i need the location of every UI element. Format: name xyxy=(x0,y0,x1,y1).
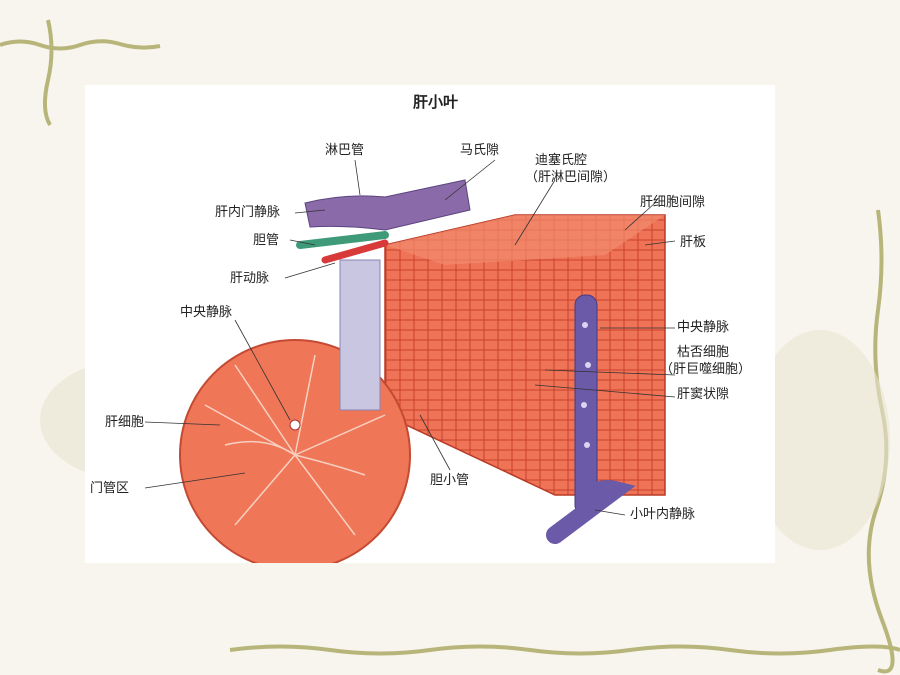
label-hepatocyte: 肝细胞 xyxy=(105,415,145,430)
label-space-of-mall: 马氏隙 xyxy=(460,143,500,158)
label-lymph-vessel: 淋巴管 xyxy=(325,143,365,158)
bile-duct-vessel xyxy=(296,231,389,249)
label-sublobular-vein: 小叶内静脉 xyxy=(630,507,696,522)
label-sinusoid: 肝窦状隙 xyxy=(677,387,730,402)
label-bile-canaliculus: 胆小管 xyxy=(430,473,470,488)
label-kupffer-cell: 枯否细胞 xyxy=(677,345,730,360)
liver-lobule-figure: 肝小叶 淋巴管 马氏隙 迪塞氏腔 （肝淋巴间隙） 肝细胞间隙 肝内门静脉 胆管 … xyxy=(85,85,775,563)
label-space-of-disse: 迪塞氏腔 xyxy=(535,153,588,168)
diagram-title: 肝小叶 xyxy=(413,93,459,111)
hepatic-artery-vessel xyxy=(321,239,389,264)
label-hepatic-plate: 肝板 xyxy=(680,235,707,250)
label-bile-duct: 胆管 xyxy=(253,233,280,248)
block-top-face xyxy=(385,215,665,265)
sublobular-vein-vessel xyxy=(546,480,636,544)
label-intercellular-space: 肝细胞间隙 xyxy=(640,195,706,210)
central-vein-cross xyxy=(289,419,301,431)
lobule-cell-cords xyxy=(204,354,386,536)
portal-vein-branch xyxy=(304,179,471,231)
label-central-vein-right: 中央静脉 xyxy=(677,320,730,335)
label-portal-vein-branch: 肝内门静脉 xyxy=(215,205,281,220)
label-hepatic-artery: 肝动脉 xyxy=(230,271,270,286)
label-kupffer-cell-alt: （肝巨噬细胞） xyxy=(660,362,752,377)
portal-triad-column xyxy=(339,259,381,411)
liver-lobule-illustration xyxy=(144,159,676,563)
label-space-of-disse-alt: （肝淋巴间隙） xyxy=(525,170,617,185)
leader-lines xyxy=(144,159,676,516)
label-portal-area: 门管区 xyxy=(90,481,130,496)
label-central-vein-left: 中央静脉 xyxy=(180,305,233,320)
